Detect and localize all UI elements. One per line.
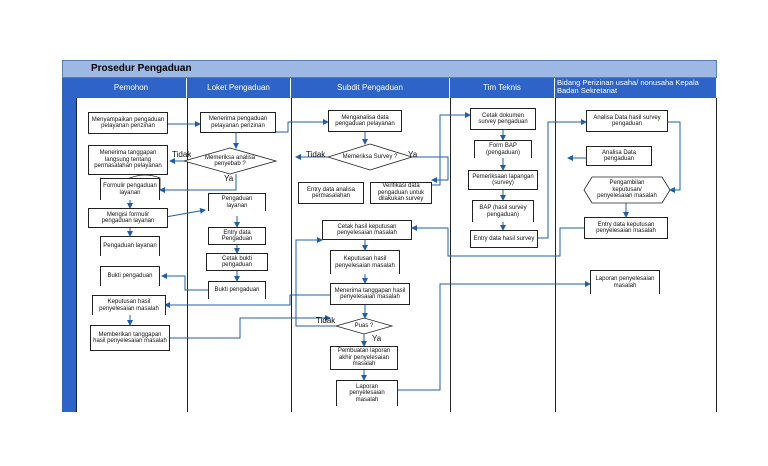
node-analisa-data: Analisa Data pengaduan [586, 146, 652, 166]
node-bukti-2: Bukti pengaduan [208, 281, 266, 299]
lane-left-strip [62, 78, 76, 412]
node-entry-survey: Entry data hasil survey [470, 230, 538, 248]
node-pengaduan-layanan-2: Pengaduan layanan [208, 193, 266, 211]
node-puas: Puas ? [354, 322, 374, 329]
node-entry-pengaduan: Entry data Pengaduan [208, 227, 266, 245]
node-pengaduan-layanan-1: Pengaduan layanan [100, 236, 160, 256]
lane-divider [555, 98, 556, 412]
node-menerima-pengaduan: Menerima pengaduan pelayanan perizinan [200, 112, 276, 133]
node-memberikan: Memberikan tanggapan hasil penyelesaian … [90, 325, 170, 351]
edge-label-tidak: Tidak [172, 150, 192, 159]
edge [538, 119, 587, 239]
edge [412, 156, 449, 183]
node-memeriksa-analisa: Memeriksa analisa penyebab ? [204, 154, 256, 168]
edge [668, 121, 681, 193]
node-pengambilan: Pengambilan keputusan/ penyelesaian masa… [597, 180, 657, 200]
node-bukti-1: Bukti pengaduan [100, 266, 160, 286]
node-mengisi: Mengisi formulir pengaduan layanan [88, 208, 168, 228]
lane-header-subdit: Subdit Pengaduan [291, 78, 450, 98]
edge [276, 119, 329, 133]
edge [161, 273, 208, 291]
node-laporan-akhir: Laporan penyelesaian masalah [336, 380, 398, 406]
pengambilan-shape [583, 176, 671, 204]
edge [432, 112, 471, 186]
title-bar: Prosedur Pengaduan [62, 60, 717, 78]
node-analisa-survey: Analisa Data hasil survey pengaduan [586, 110, 668, 132]
node-laporan-penyelesaian: Laporan penyelesaian masalah [590, 270, 660, 294]
node-keputusan-1: Keputusan hasil penyelesaian masalah [92, 295, 166, 315]
edge-label-ya: Ya [224, 174, 234, 183]
edge [295, 237, 336, 327]
node-menerima-tanggapan: Menerima tanggapan langsung tentang perm… [88, 145, 168, 175]
node-entry-keputusan: Entry data keputusan penyelesaian masala… [584, 217, 668, 239]
lane-header-bidang: Bidang Perizinan usaha/ nonusaha Kepala … [555, 78, 717, 98]
lane-header-pemohon: Pemohon [76, 78, 187, 98]
lane-header-tim-teknis: Tim Teknis [450, 78, 555, 98]
node-cetak-bukti: Cetak bukti pengaduan [206, 253, 268, 271]
diagram-title: Prosedur Pengaduan [91, 63, 192, 74]
node-menyampaikan: Menyampaikan pengaduan pelayanan perizin… [88, 112, 168, 134]
lane-divider [76, 98, 77, 412]
decision-memeriksa-analisa-shape [182, 147, 278, 175]
node-form-bap: Form BAP (pengaduan) [474, 140, 532, 158]
node-pemeriksaan: Pemeriksaan lapangan (survey) [468, 170, 538, 190]
node-menganalisa: Menganalisa data pengaduan pelayanan [328, 110, 402, 132]
lane-header-loket: Loket Pengaduan [187, 78, 291, 98]
node-entry-analisa: Entry data analisa permasalahan [298, 182, 364, 204]
lane-divider [187, 98, 188, 412]
node-memeriksa-survey: Memeriksa Survey ? [342, 153, 398, 160]
edge [170, 315, 331, 339]
decision-memeriksa-survey-shape [326, 143, 414, 171]
node-cetak-keputusan: Cetak hasil keputusan penyelesaian masal… [322, 220, 412, 240]
lane-divider [450, 98, 451, 412]
edge [164, 294, 330, 308]
node-keputusan-2: Keputusan hasil penyelesaian masalah [330, 250, 400, 274]
edge-label-tidak: Tidak [316, 316, 336, 325]
edge [411, 225, 584, 257]
edge-label-ya: Ya [372, 334, 382, 343]
node-formulir: Formulir pengaduan layanan [100, 178, 160, 200]
node-cetak-survey: Cetak dokumen survey pengaduan [470, 108, 536, 130]
edge-label-ya: Ya [408, 150, 418, 159]
node-verifikasi: Verifikasi data pengaduan untuk dilakuka… [370, 182, 432, 204]
edge [398, 281, 591, 391]
node-menerima-tanggapan-penyelesaian: Menerima tanggapan hasil penyelesaian ma… [330, 283, 410, 305]
edge [159, 174, 237, 193]
lane-divider [716, 98, 717, 412]
node-pembuatan: Pembuatan laporan akhir penyelesaian mas… [330, 346, 398, 370]
lane-divider [291, 98, 292, 412]
edge-label-tidak: Tidak [306, 150, 326, 159]
node-bap: BAP (hasil survey pengaduan) [472, 200, 534, 222]
